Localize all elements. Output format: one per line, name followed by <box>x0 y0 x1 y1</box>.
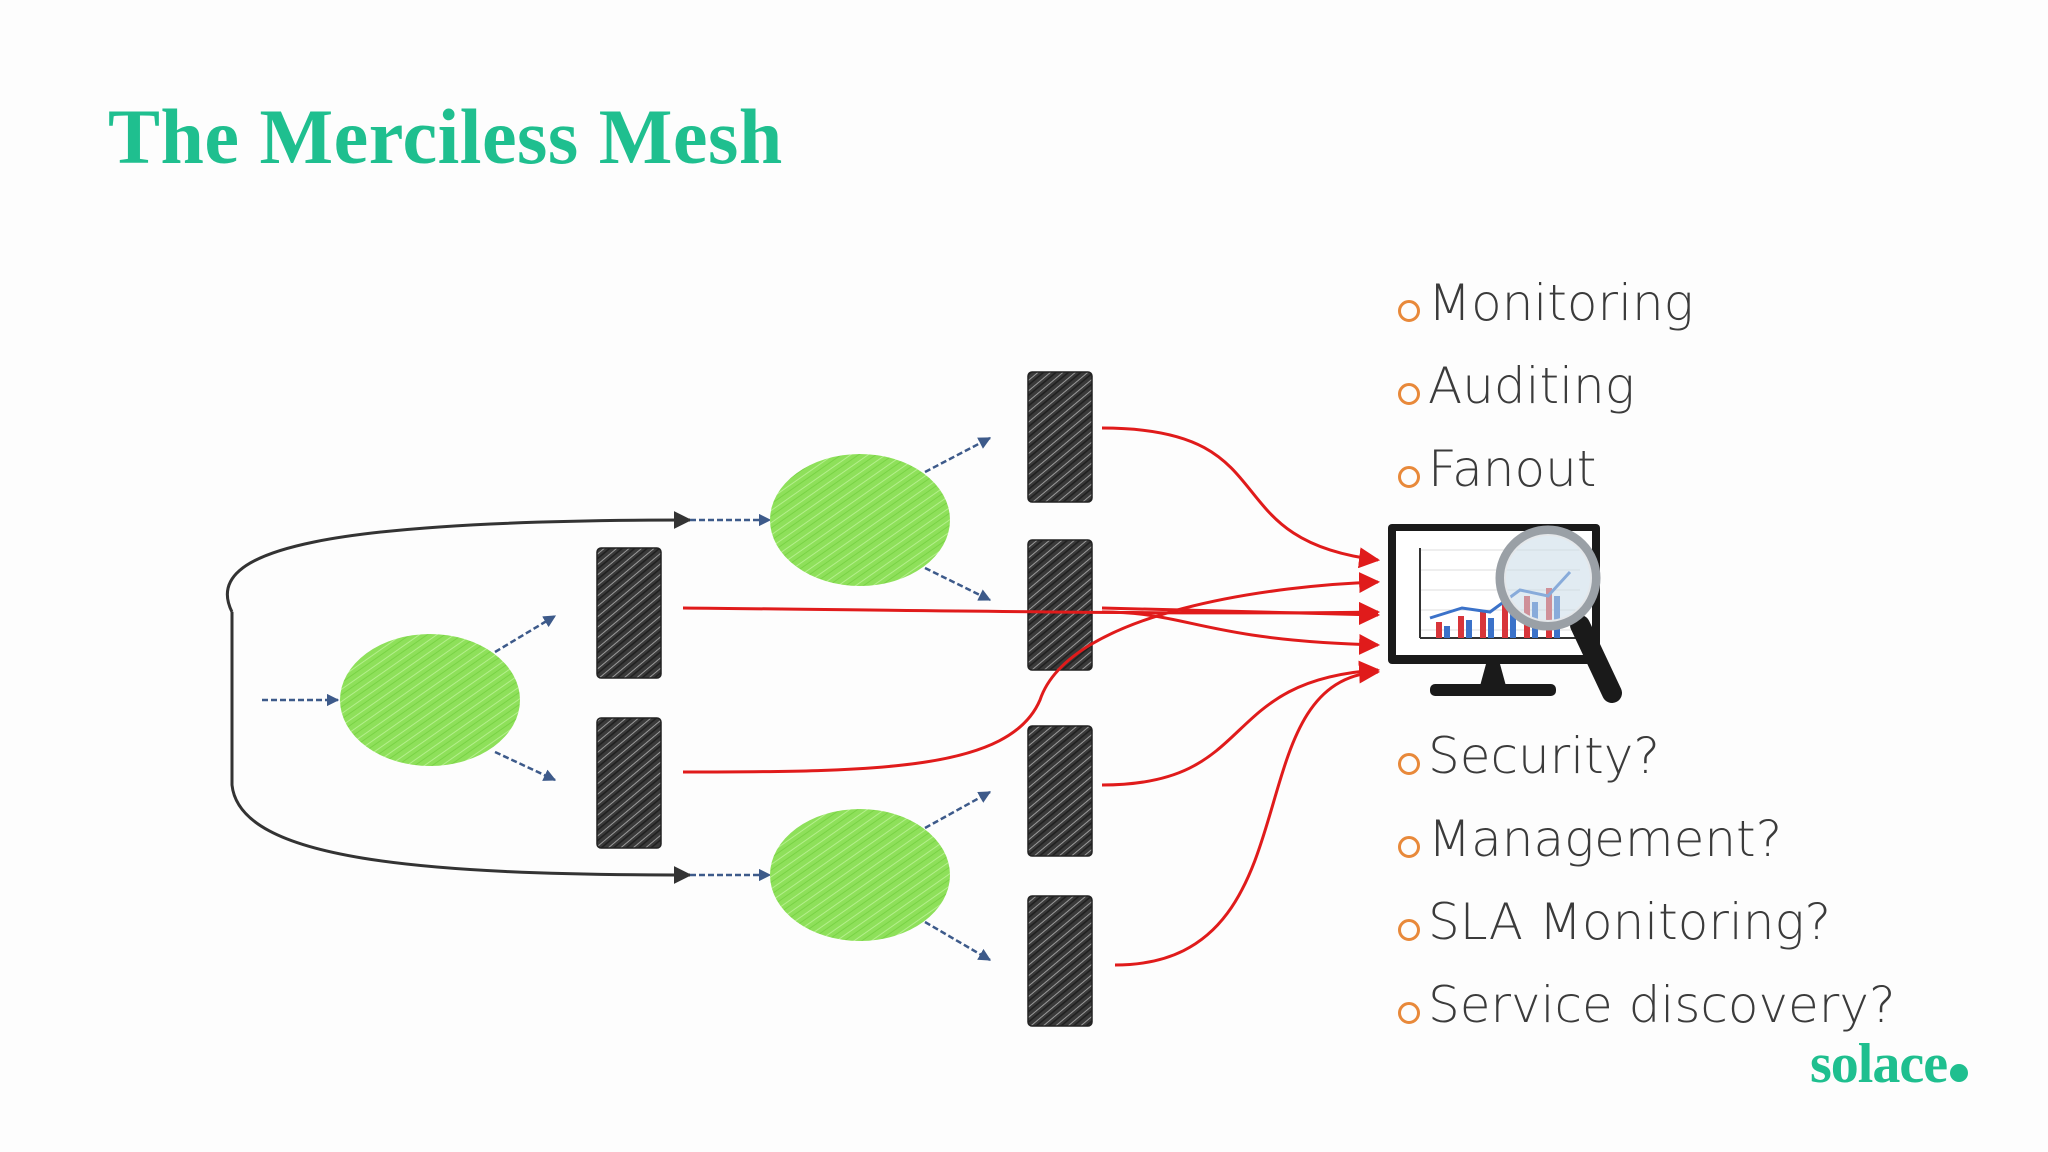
bullet-marker <box>1398 466 1420 488</box>
connector-r1-monitor <box>1101 426 1381 569</box>
hub-upper <box>770 454 950 586</box>
analytics-monitor-icon <box>1388 524 1622 703</box>
connector-to-hub-lower <box>230 612 692 884</box>
connector-r2b-monitor <box>1101 610 1381 655</box>
logo-dot <box>1950 1064 1969 1082</box>
server-right-4 <box>1027 895 1093 1027</box>
bullet-item: Service discovery? <box>1398 964 1895 1047</box>
bullet-text: SLA Monitoring? <box>1428 893 1832 951</box>
connector-m2-monitor <box>682 572 1381 774</box>
bullet-marker <box>1398 919 1420 941</box>
bullet-marker <box>1398 753 1420 775</box>
bullet-marker <box>1398 300 1420 322</box>
logo-text: solace <box>1810 1033 1948 1095</box>
bullet-item: Security? <box>1398 715 1895 798</box>
dark-connectors <box>225 511 692 884</box>
servers <box>596 371 1093 1027</box>
connector-r4-monitor <box>1114 662 1381 967</box>
service-hubs <box>340 454 950 941</box>
questions-list: Security? Management? SLA Monitoring? Se… <box>1398 715 1895 1047</box>
bullet-marker <box>1398 383 1420 405</box>
bullet-marker <box>1398 836 1420 858</box>
bullet-item: Monitoring <box>1398 262 1694 345</box>
hub-left <box>340 634 520 766</box>
bullet-item: Management? <box>1398 798 1895 881</box>
blue-flow-arrows <box>262 436 992 962</box>
hub-lower <box>770 809 950 941</box>
bullet-text: Auditing <box>1428 357 1635 415</box>
connector-r3-monitor <box>1101 660 1381 787</box>
connector-m1-monitor <box>682 601 1381 623</box>
server-mid-top <box>596 547 662 679</box>
capabilities-list: Monitoring Auditing Fanout <box>1398 262 1694 511</box>
solace-logo: solace <box>1810 1032 1969 1096</box>
bullet-item: SLA Monitoring? <box>1398 881 1895 964</box>
bullet-text: Fanout <box>1428 440 1597 498</box>
bullet-text: Service discovery? <box>1428 976 1896 1034</box>
server-right-3 <box>1027 725 1093 857</box>
bullet-text: Monitoring <box>1428 274 1694 332</box>
red-connectors <box>682 426 1381 967</box>
bullet-text: Management? <box>1428 810 1783 868</box>
slide-title: The Merciless Mesh <box>108 93 783 180</box>
server-right-1 <box>1027 371 1093 503</box>
server-mid-bottom <box>596 717 662 849</box>
bullet-text: Security? <box>1428 727 1660 785</box>
bullet-item: Auditing <box>1398 345 1694 428</box>
bullet-marker <box>1398 1002 1420 1024</box>
bullet-item: Fanout <box>1398 428 1694 511</box>
connector-to-hub-upper <box>225 511 692 613</box>
